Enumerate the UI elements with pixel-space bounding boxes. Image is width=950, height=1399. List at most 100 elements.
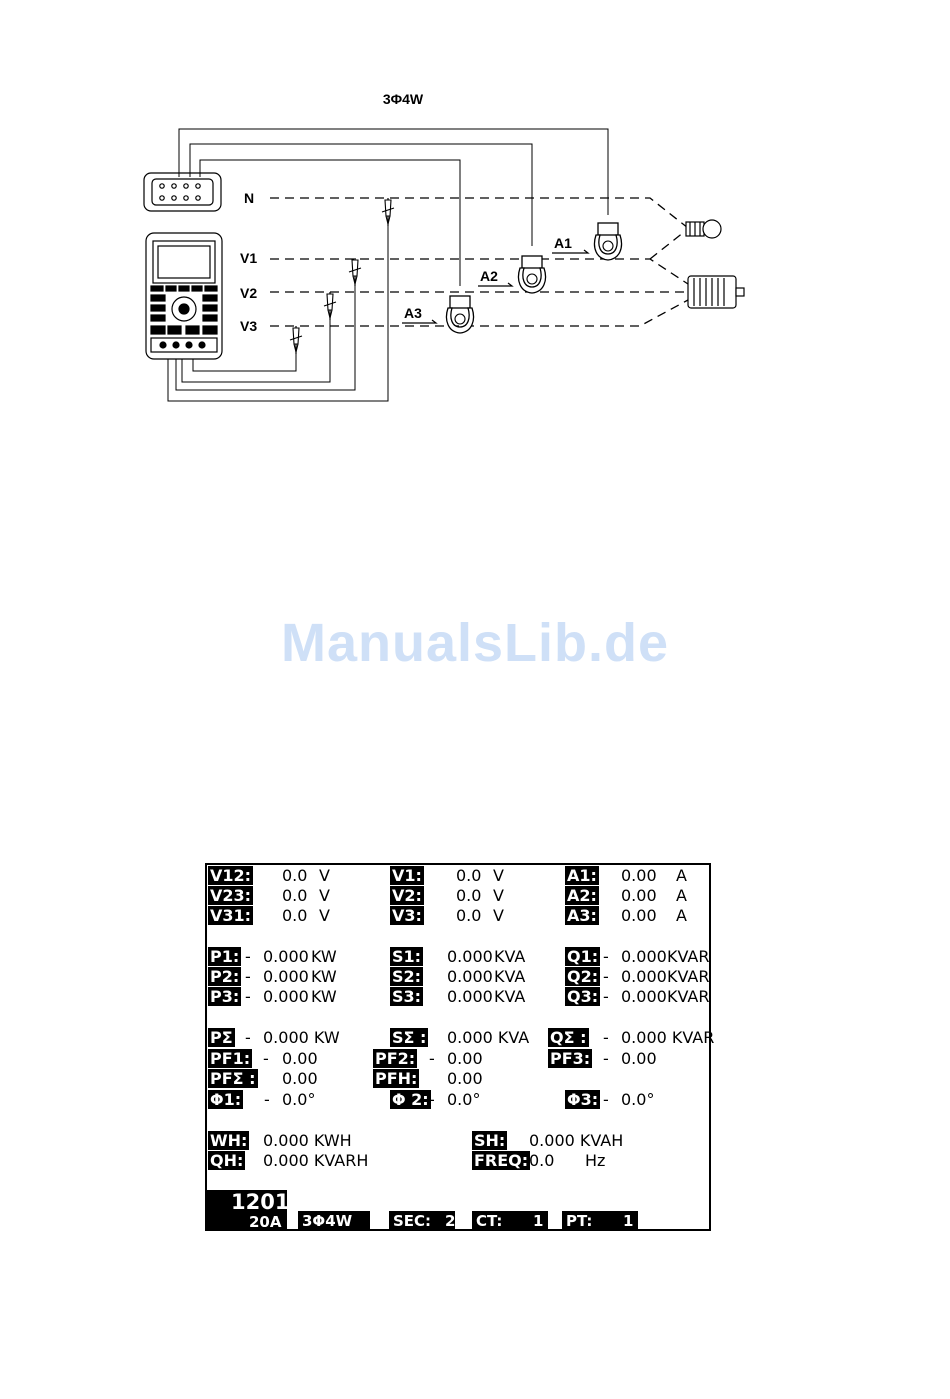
lcd-sign-phi3: -: [603, 1090, 609, 1109]
lcd-status-sec: SEC: 2: [389, 1211, 455, 1231]
lcd-unit-a3: A: [676, 906, 687, 925]
lcd-label-p1: P1:: [208, 947, 242, 966]
lcd-value-a1: 0.00: [621, 866, 657, 885]
lcd-status-ct-value: 1: [533, 1212, 544, 1230]
lcd-sign-p3: -: [245, 987, 251, 1006]
clamp-label-a2: A2: [480, 268, 498, 284]
line-label-n: N: [244, 190, 254, 206]
lcd-label-pf-sum: PFΣ :: [208, 1069, 258, 1088]
lcd-unit-a1: A: [676, 866, 687, 885]
lcd-unit-s3: KVA: [494, 987, 526, 1006]
lcd-status-sec-value: 2: [445, 1212, 456, 1230]
lcd-label-freq: FREQ:: [472, 1151, 531, 1170]
lcd-label-v31: V31:: [208, 906, 254, 925]
lamp-load-icon: [685, 219, 722, 239]
lcd-value-a2: 0.00: [621, 886, 657, 905]
lcd-value-v23: 0.0: [282, 886, 308, 905]
direction-arrows: [402, 249, 590, 324]
lcd-unit-p2: KW: [311, 967, 337, 986]
lcd-unit-v2: V: [493, 886, 504, 905]
watermark: ManualsLib.de: [280, 613, 670, 673]
lcd-unit-s2: KVA: [494, 967, 526, 986]
lcd-label-v3: V3:: [390, 906, 424, 925]
lcd-label-v1: V1:: [390, 866, 424, 885]
lcd-unit-q3: KVAR: [667, 987, 710, 1006]
lcd-label-wh: WH:: [208, 1131, 250, 1150]
lcd-value-phi2: 0.0°: [447, 1090, 481, 1109]
lcd-unit-p1: KW: [311, 947, 337, 966]
lcd-value-phi3: 0.0°: [621, 1090, 655, 1109]
probe-v2-icon: [323, 291, 337, 321]
motor-load-icon: [687, 275, 745, 309]
lcd-label-phi2: Φ 2:: [390, 1090, 431, 1109]
lcd-value-v3: 0.0: [456, 906, 482, 925]
lcd-unit-v1: V: [493, 866, 504, 885]
lcd-sign-pf2: -: [429, 1049, 435, 1068]
lcd-value-q1: 0.000: [621, 947, 667, 966]
lcd-label-q3: Q3:: [565, 987, 601, 1006]
lcd-value-phi1: 0.0°: [282, 1090, 316, 1109]
lcd-value-p1: 0.000: [263, 947, 309, 966]
lcd-status-pt: PT: 1: [562, 1211, 638, 1231]
lcd-label-sh: SH:: [472, 1131, 508, 1150]
lcd-label-q2: Q2:: [565, 967, 601, 986]
lcd-unit-freq: Hz: [585, 1151, 606, 1170]
lcd-status-mem-count: 1201: [231, 1190, 290, 1214]
lcd-unit-s1: KVA: [494, 947, 526, 966]
meter-top-terminals-icon: [143, 172, 222, 212]
lcd-value-q3: 0.000: [621, 987, 667, 1006]
lcd-label-p3: P3:: [208, 987, 242, 1006]
lcd-value-p-sum: 0.000 KW: [263, 1028, 340, 1047]
lcd-value-sh: 0.000 KVAH: [529, 1131, 624, 1150]
lcd-label-pf1: PF1:: [208, 1049, 253, 1068]
lcd-value-pf1: 0.00: [282, 1049, 318, 1068]
lcd-label-v23: V23:: [208, 886, 254, 905]
lcd-value-a3: 0.00: [621, 906, 657, 925]
probe-v1-icon: [348, 257, 362, 287]
power-lines: [270, 197, 689, 327]
lcd-label-p2: P2:: [208, 967, 242, 986]
lcd-sign-pf3: -: [603, 1049, 609, 1068]
lcd-status-mode: 3Φ4W: [298, 1211, 370, 1231]
lcd-status-range: 20A: [249, 1213, 282, 1231]
lcd-value-v1: 0.0: [456, 866, 482, 885]
lcd-unit-q2: KVAR: [667, 967, 710, 986]
lcd-label-q1: Q1:: [565, 947, 601, 966]
signal-wires: [167, 128, 609, 402]
lcd-value-p2: 0.000: [263, 967, 309, 986]
clamp-a1-icon: [593, 222, 623, 261]
lcd-sign-phi1: -: [264, 1090, 270, 1109]
lcd-label-pf2: PF2:: [373, 1049, 418, 1068]
lcd-value-pf-sum: 0.00: [282, 1069, 318, 1088]
lcd-sign-pf1: -: [263, 1049, 269, 1068]
lcd-sign-q2: -: [603, 967, 609, 986]
lcd-value-freq: 0.0: [529, 1151, 555, 1170]
lcd-unit-v12: V: [319, 866, 330, 885]
lcd-status-sec-label: SEC:: [393, 1212, 432, 1230]
lcd-status-ct-label: CT:: [476, 1212, 503, 1230]
lcd-value-v12: 0.0: [282, 866, 308, 885]
lcd-label-pf3: PF3:: [548, 1049, 593, 1068]
lcd-value-pf2: 0.00: [447, 1049, 483, 1068]
lcd-unit-v31: V: [319, 906, 330, 925]
lcd-screen: V12: 0.0 V V23: 0.0 V V31: 0.0 V V1: 0.0…: [205, 863, 714, 1231]
lcd-label-s-sum: SΣ :: [390, 1028, 429, 1047]
lcd-value-wh: 0.000 KWH: [263, 1131, 352, 1150]
line-label-v2: V2: [240, 285, 257, 301]
lcd-sign-q3: -: [603, 987, 609, 1006]
lcd-unit-v23: V: [319, 886, 330, 905]
lcd-label-s2: S2:: [390, 967, 424, 986]
lcd-label-phi3: Φ3:: [565, 1090, 601, 1109]
lcd-unit-p3: KW: [311, 987, 337, 1006]
lcd-status-memory: 1201 20A: [207, 1190, 290, 1231]
clamp-label-a3: A3: [404, 305, 422, 321]
lcd-label-a3: A3:: [565, 906, 599, 925]
lcd-label-s1: S1:: [390, 947, 424, 966]
lcd-label-v12: V12:: [208, 866, 254, 885]
lcd-label-v2: V2:: [390, 886, 424, 905]
lcd-unit-v3: V: [493, 906, 504, 925]
lcd-value-pf3: 0.00: [621, 1049, 657, 1068]
line-label-v3: V3: [240, 318, 257, 334]
lcd-value-pfh: 0.00: [447, 1069, 483, 1088]
lcd-status-ct: CT: 1: [472, 1211, 548, 1231]
